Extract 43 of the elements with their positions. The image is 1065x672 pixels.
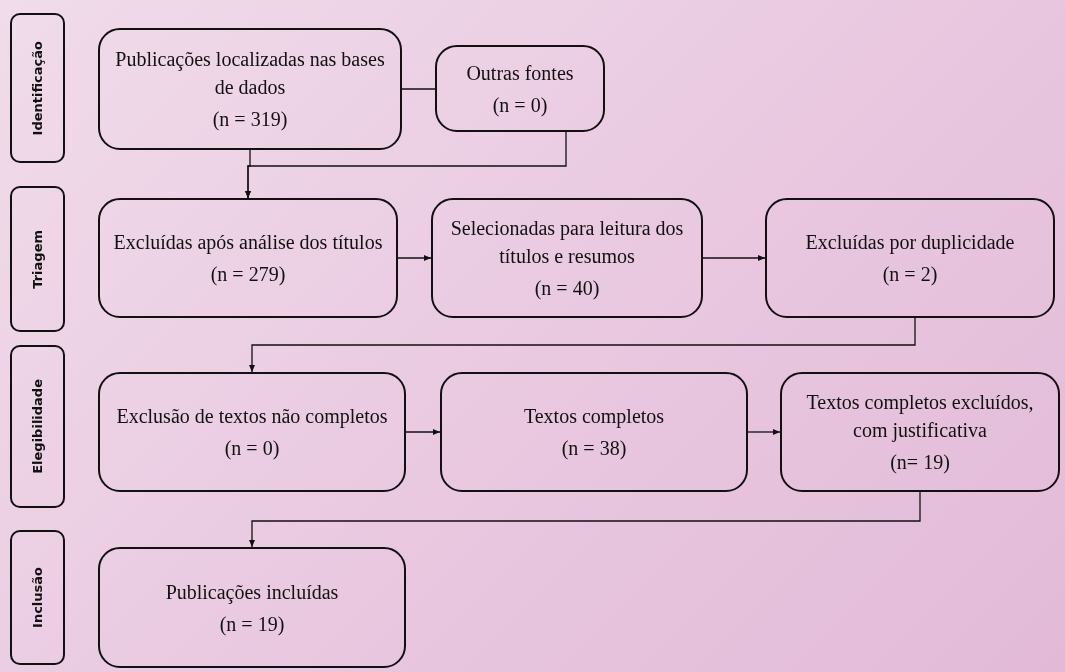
stage-label-box [10,186,65,332]
arrow [249,317,916,373]
stage-label: Elegibilidade [30,379,45,474]
count-text: (n = 2) [882,262,938,288]
box-text: Textos completos [523,404,665,430]
stage-label: Identificação [30,40,45,136]
box-text: Textos completos excluídos, com justificativa [805,390,1035,444]
arrow [702,255,766,261]
box-text: Publicações incluídas [165,579,339,606]
arrow [747,429,781,435]
box-text: Excluídas após análise dos títulos [113,230,383,256]
process-box [98,28,402,150]
count-text: (n = 279) [210,262,286,288]
arrow [397,255,432,261]
process-box [98,198,398,318]
count-text: (n = 19) [219,611,285,638]
process-box [780,372,1060,492]
box-text: Exclusão de textos não completos [116,404,388,430]
box-text: Selecionadas para leitura dos títulos e resumos [449,216,685,269]
process-box [98,547,406,668]
process-box [440,372,748,492]
connector-line [401,88,436,90]
box-text: Excluídas por duplicidade [805,230,1015,256]
count-text: (n = 0) [224,436,280,462]
stage-label: Triagem [30,229,45,289]
stage-label-box [10,13,65,163]
stage-label: Inclusão [30,567,45,628]
arrow [249,491,921,548]
process-box [765,198,1055,318]
arrow [245,131,567,199]
count-text: (n = 0) [492,92,548,119]
stage-label-box [10,345,65,508]
stage-label-box [10,530,65,665]
box-text: Publicações localizadas nas bases de dados [114,47,386,100]
process-box [435,45,605,132]
count-text: (n= 19) [890,450,950,476]
arrow [405,429,441,435]
process-box [431,198,703,318]
box-text: Outras fontes [466,60,574,86]
count-text: (n = 40) [534,276,600,302]
process-box [98,372,406,492]
count-text: (n = 38) [561,436,627,462]
count-text: (n = 319) [212,107,288,133]
